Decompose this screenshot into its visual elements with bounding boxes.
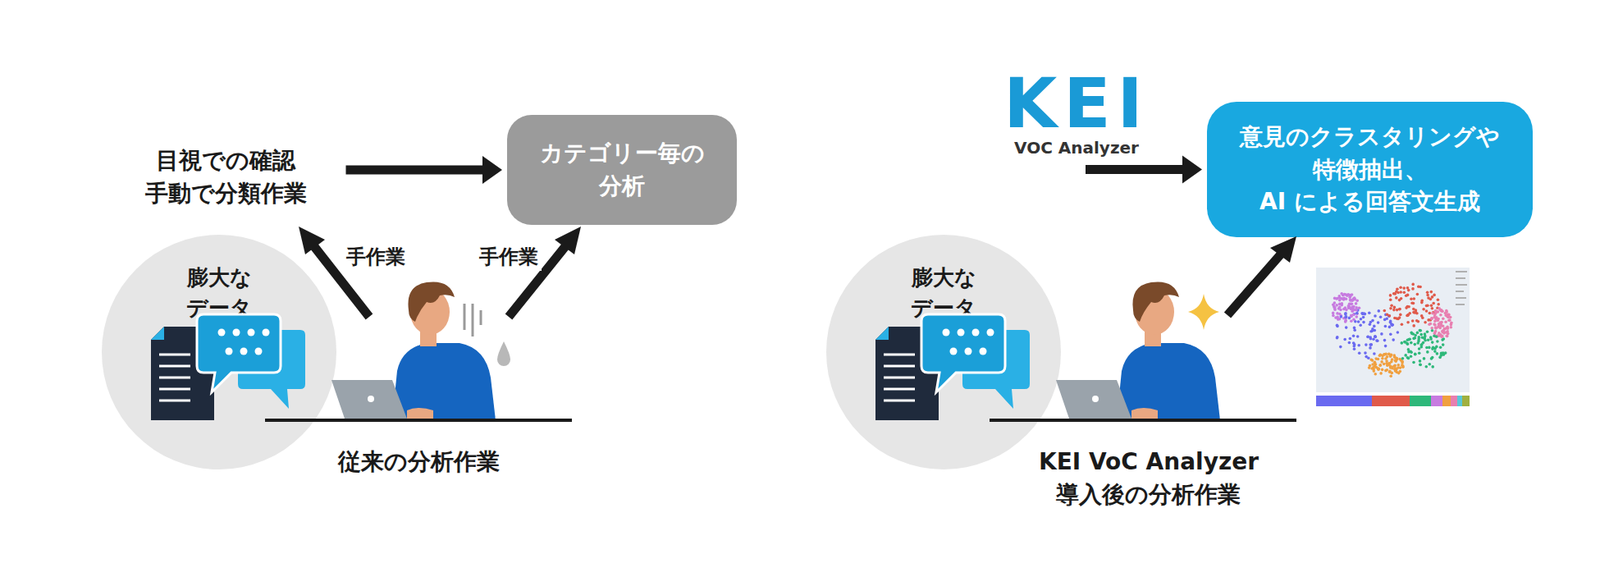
logo-mark: KEI <box>1003 68 1150 138</box>
sparkle <box>1188 293 1220 330</box>
sweat-lines <box>464 303 481 337</box>
logo-subtitle: VOC Analyzer <box>1014 136 1139 160</box>
data-circle: 膨大な データ <box>826 234 1061 470</box>
flow-arrow <box>346 155 503 184</box>
process-box: 意見のクラスタリングや 特徴抽出、 AI による回答文生成 <box>1206 101 1533 238</box>
flow-arrow <box>1085 155 1203 184</box>
node-text: 目視での確認 手動で分類作業 <box>145 144 307 211</box>
manual-arrow <box>298 226 1297 317</box>
node-text: 意見のクラスタリングや 特徴抽出、 AI による回答文生成 <box>1239 120 1500 219</box>
cluster-plot <box>1316 267 1470 407</box>
panel-caption: 従来の分析作業 <box>338 445 500 479</box>
node-text: 膨大な データ <box>118 262 320 324</box>
task-text: 目視での確認 手動で分類作業 <box>130 141 322 214</box>
data-circle: 膨大な データ <box>101 234 337 470</box>
node-text: カテゴリー毎の 分析 <box>539 137 705 203</box>
node-text: 膨大な データ <box>842 262 1045 324</box>
manual-work-label: 手作業 <box>342 242 409 271</box>
panel-caption: KEI VoC Analyzer 導入後の分析作業 <box>1038 445 1259 512</box>
manual-work-label: 手作業 <box>475 242 542 271</box>
process-box: カテゴリー毎の 分析 <box>507 114 737 225</box>
sweat-drop <box>497 341 511 366</box>
